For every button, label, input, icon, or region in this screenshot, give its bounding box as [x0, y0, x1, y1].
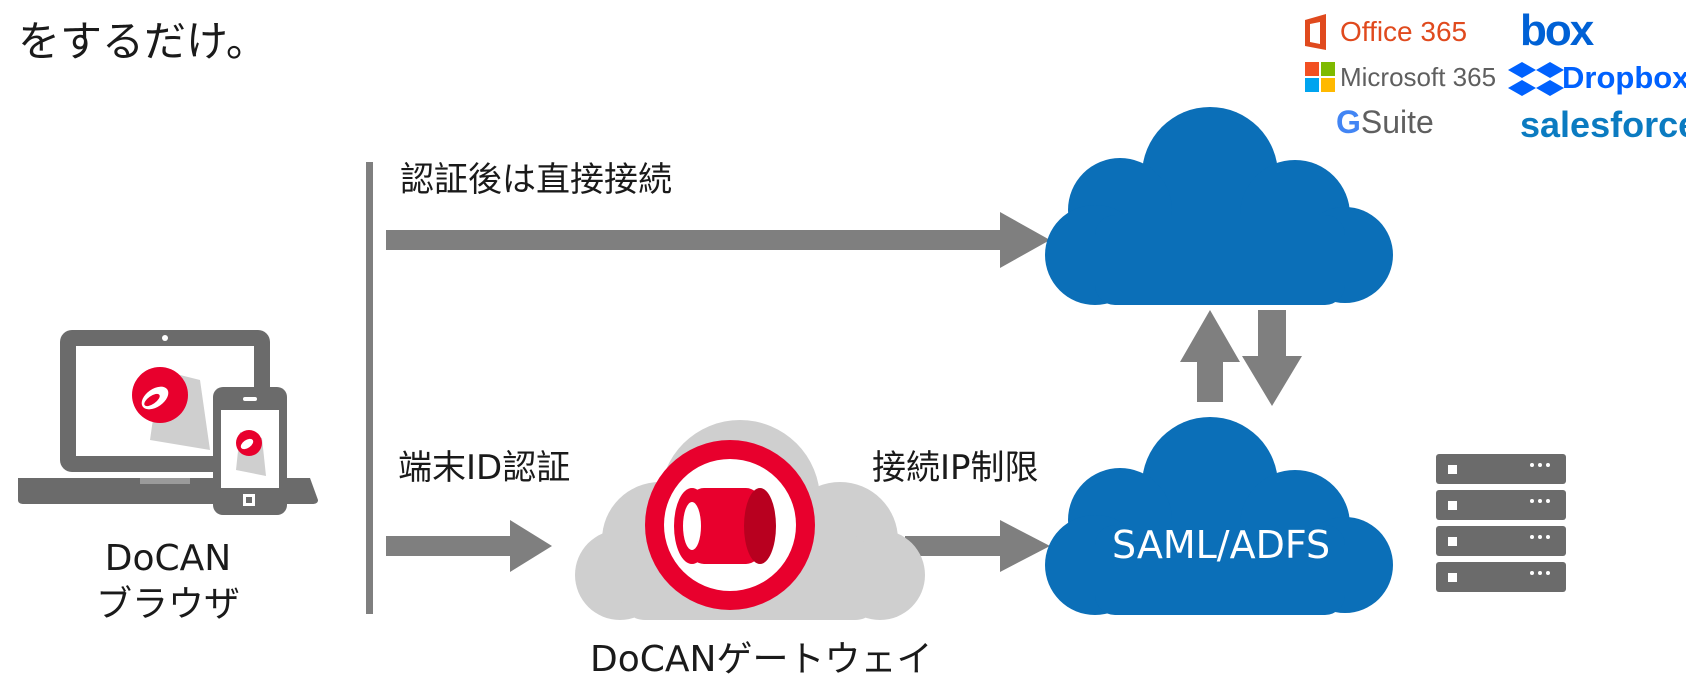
dropbox-icon — [1508, 62, 1564, 96]
browser-label-line1: DoCAN — [104, 538, 232, 579]
direct-connection-label: 認証後は直接接続 — [400, 160, 672, 200]
idp-label: SAML/ADFS — [1112, 523, 1331, 567]
gsuite-logo-text: Suite — [1360, 104, 1434, 140]
server-rack-icon — [1436, 454, 1566, 592]
gsuite-logo: GSuite — [1336, 104, 1434, 141]
gateway-label: DoCANゲートウェイ — [590, 639, 933, 680]
browser-label: DoCAN ブラウザ — [96, 536, 240, 628]
intro-text: をするだけ。 — [18, 17, 268, 66]
idp-cloud-icon — [1045, 417, 1393, 615]
device-auth-arrow — [386, 520, 552, 572]
office365-logo-text: Office 365 — [1340, 16, 1468, 47]
separator-line — [366, 162, 373, 614]
microsoft365-logo-text: Microsoft 365 — [1340, 62, 1497, 92]
direct-connection-arrow — [386, 212, 1050, 268]
docan-gateway-logo-icon — [645, 440, 815, 610]
saas-cloud-icon — [1045, 107, 1393, 305]
browser-label-line2: ブラウザ — [96, 584, 241, 625]
ip-restriction-arrow — [905, 520, 1050, 572]
ip-restriction-label: 接続IP制限 — [872, 448, 1039, 488]
docan-browser-logo-icon — [132, 367, 210, 450]
box-logo-text: box — [1520, 6, 1594, 55]
google-g-icon: G — [1336, 104, 1361, 140]
microsoft-icon — [1305, 62, 1335, 92]
device-auth-label: 端末ID認証 — [398, 448, 571, 488]
office365-icon — [1305, 14, 1326, 50]
smartphone-icon — [213, 387, 287, 515]
sync-arrows — [1180, 310, 1302, 406]
salesforce-logo-text: salesforce — [1520, 104, 1686, 145]
dropbox-logo-text: Dropbox — [1562, 60, 1686, 95]
